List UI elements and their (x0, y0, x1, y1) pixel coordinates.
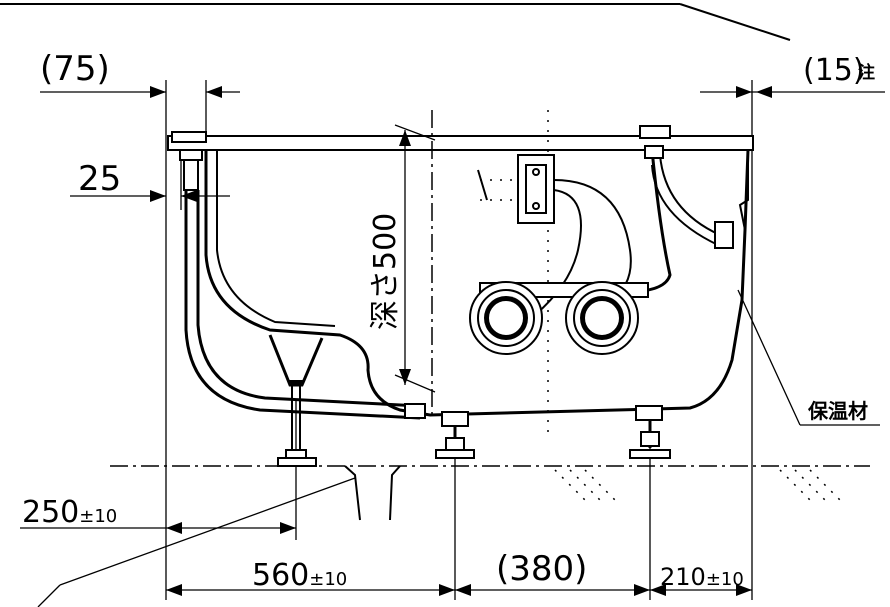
top-reference-line (0, 3, 791, 41)
right-leg (629, 405, 671, 459)
tub-rim (167, 125, 754, 151)
dim-left-small: 25 (78, 159, 121, 199)
depth-label: 深さ500 (368, 213, 403, 330)
dim-bottom-left: 250±10 (22, 495, 117, 530)
dim-bottom-center: (380) (496, 549, 587, 589)
dimension-75 (40, 86, 240, 98)
drain-pit (344, 465, 401, 521)
dimension-250 (20, 522, 296, 534)
dim-bottom-main: 560±10 (252, 558, 347, 593)
jet-nozzles (469, 281, 639, 355)
depth-dimension (394, 124, 436, 393)
insulation-label: 保温材 (807, 399, 868, 423)
floor-line (110, 465, 870, 501)
dimension-15 (700, 86, 885, 98)
left-pipe (179, 149, 426, 420)
dimension-bottom-row (166, 584, 752, 596)
leader-line-bottom-left (59, 477, 356, 586)
jet-box (477, 154, 555, 224)
dim-top-right: (15) (803, 53, 865, 88)
leader-line-tail (37, 584, 61, 607)
tub-body (204, 149, 750, 417)
dim-top-right-note: 注 (858, 62, 875, 83)
dim-top-left: (75) (40, 49, 110, 89)
left-leg (268, 334, 324, 467)
center-leg (435, 411, 475, 459)
insulation-leader (737, 289, 880, 426)
extension-lines (165, 80, 753, 600)
dim-bottom-right: 210±10 (660, 563, 744, 591)
